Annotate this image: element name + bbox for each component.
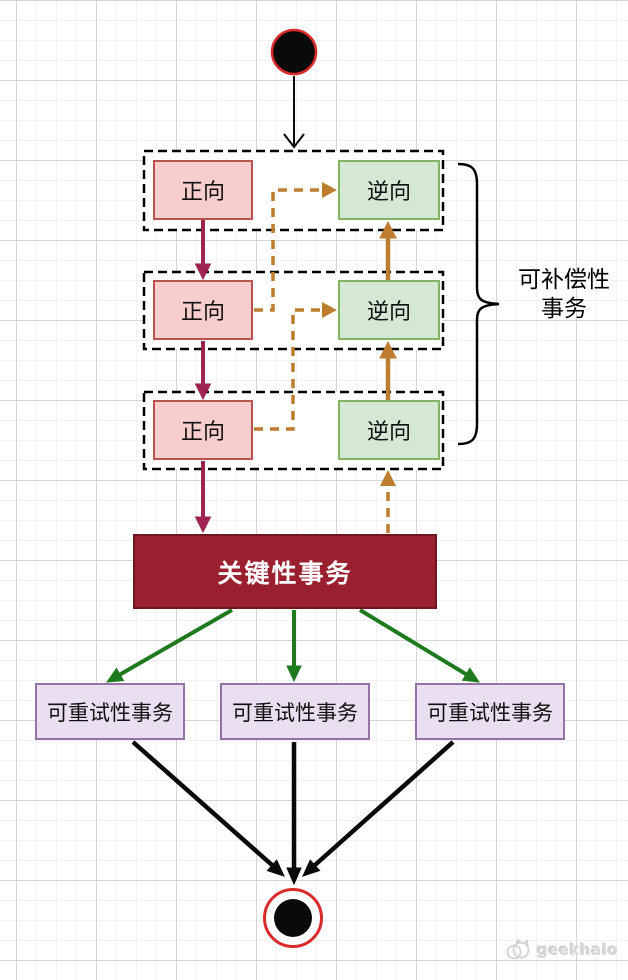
compensation-chain-arrow-1 — [379, 220, 397, 280]
compensable-annotation-line1: 可补偿性 — [518, 267, 610, 293]
forward-arrow-2 — [194, 341, 212, 401]
forward-arrow-1 — [194, 220, 212, 281]
critical-transaction-node: 关键性事务 — [133, 534, 437, 609]
forward-arrow-3 — [194, 461, 212, 534]
compensate-link-1 — [254, 182, 337, 312]
compensable-annotation-line2: 事务 — [541, 296, 587, 322]
forward-step-1: 正向 — [153, 160, 253, 220]
compensable-annotation: 可补偿性 事务 — [503, 266, 625, 324]
retryable-transaction-node-2: 可重试性事务 — [220, 683, 370, 740]
geekhalo-logo-icon — [506, 938, 530, 960]
forward-step-2: 正向 — [153, 280, 253, 340]
compensable-brace — [457, 162, 500, 446]
retry-arrow-1 — [105, 608, 233, 683]
watermark: geekhalo — [504, 938, 618, 962]
converge-arrow-1 — [131, 740, 285, 877]
converge-arrow-2 — [286, 742, 302, 886]
compensate-link-3 — [380, 470, 396, 533]
start-arrow — [283, 76, 305, 149]
retryable-transaction-node-3: 可重试性事务 — [415, 683, 565, 740]
reverse-step-2: 逆向 — [338, 280, 440, 340]
forward-step-3: 正向 — [153, 400, 253, 460]
watermark-text: geekhalo — [537, 941, 619, 959]
compensate-link-2 — [254, 302, 337, 431]
converge-arrow-3 — [302, 740, 455, 877]
reverse-step-1: 逆向 — [338, 160, 440, 220]
retry-arrow-2 — [286, 610, 302, 683]
reverse-step-3: 逆向 — [338, 400, 440, 460]
retryable-transaction-node-1: 可重试性事务 — [35, 683, 185, 740]
start-node — [270, 28, 318, 76]
end-node — [263, 888, 323, 948]
compensation-chain-arrow-2 — [379, 340, 397, 400]
retry-arrow-3 — [358, 608, 481, 683]
